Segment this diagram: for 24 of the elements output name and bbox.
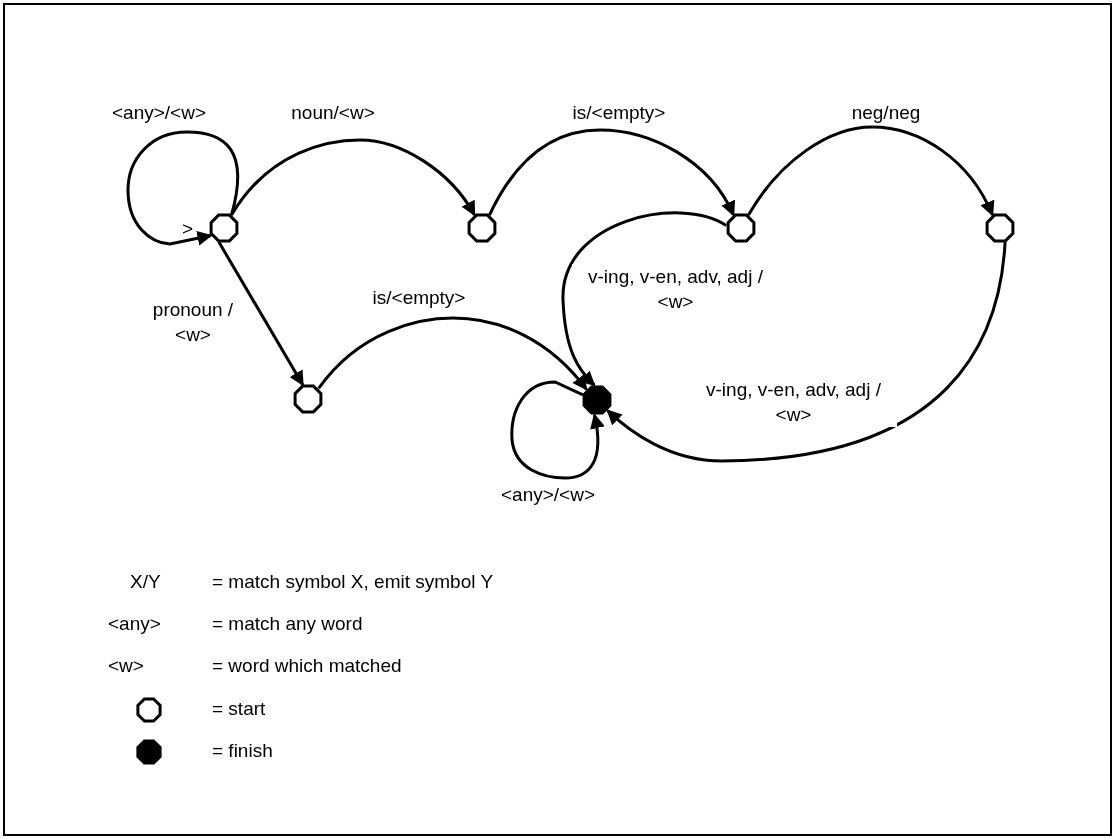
state-node — [293, 384, 323, 414]
state-node — [726, 213, 756, 243]
transition-arrow — [747, 125, 994, 217]
transition-arrow — [488, 128, 735, 217]
transition-arrow — [230, 138, 476, 217]
start-marker: > — [182, 217, 194, 241]
state-node — [985, 213, 1015, 243]
state-node — [209, 213, 239, 243]
legend-text: = match any word — [212, 612, 363, 636]
transition-arrow — [126, 130, 240, 246]
legend-text: <w> — [108, 654, 144, 678]
legend-text: = word which matched — [212, 654, 402, 678]
transition-arrow — [561, 211, 727, 387]
legend-text: = match symbol X, emit symbol Y — [212, 570, 494, 594]
final-state — [582, 385, 612, 415]
legend-text: X/Y — [130, 570, 161, 594]
transition-arrow — [217, 241, 305, 387]
legend-text: = start — [212, 697, 266, 721]
transition-arrow — [510, 380, 605, 480]
transition-arrow — [317, 316, 588, 391]
legend-text: <any> — [108, 612, 161, 636]
legend-text: = finish — [212, 739, 273, 763]
transition-arrow — [606, 241, 1007, 463]
state-node — [467, 213, 497, 243]
